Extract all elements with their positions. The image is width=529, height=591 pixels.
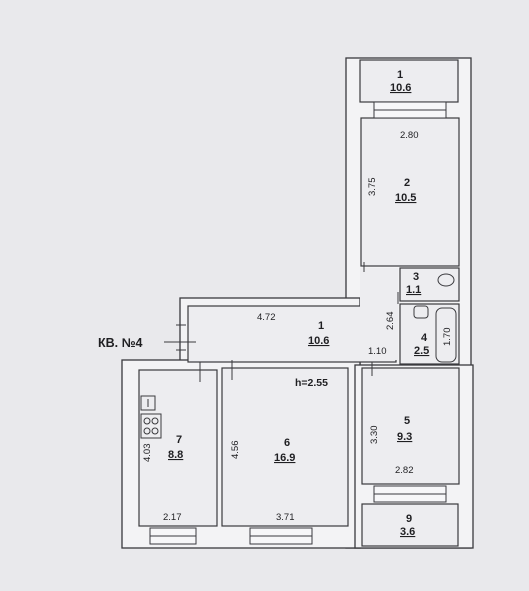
room-1-hall-corridor: [360, 268, 398, 360]
dim-hall-short: 1.10: [368, 346, 387, 357]
room-6-number: 6: [284, 437, 290, 449]
room-4-number: 4: [421, 332, 428, 344]
room-3-area: 1.1: [406, 284, 421, 296]
door-marks: [176, 262, 399, 382]
dimension-labels: 2.80 3.75 4.72 2.64 1.10 3.30 2.82 4.56 …: [142, 130, 419, 523]
fixtures: 1.70: [140, 273, 457, 439]
windows: [149, 101, 447, 545]
bathtub-icon: [435, 307, 457, 363]
dim-room6-depth: 4.56: [230, 441, 241, 460]
room-2: [360, 117, 460, 267]
room-2-area: 10.5: [395, 192, 416, 204]
apartment-label: КВ. №4: [98, 336, 143, 350]
room-5-number: 5: [404, 415, 410, 427]
room-8-number: 1: [397, 69, 403, 81]
sink-icon: [413, 305, 429, 319]
room-2-number: 2: [404, 177, 410, 189]
dim-room2-depth: 3.75: [367, 178, 378, 197]
dim-room7-width: 2.17: [163, 512, 182, 523]
room-9-balcony: [361, 503, 459, 547]
toilet-icon: [437, 273, 455, 287]
room-7-area: 8.8: [168, 449, 183, 461]
room-8-area: 10.6: [390, 82, 411, 94]
room-7-number: 7: [176, 434, 182, 446]
room-1-number: 1: [318, 320, 324, 332]
stove-icon: [140, 413, 162, 439]
apartment-title: КВ. №4: [98, 336, 196, 350]
dim-room7-depth: 4.03: [142, 444, 153, 463]
room-4-bath: [399, 303, 460, 365]
kitchen-sink-icon: [140, 395, 156, 411]
room-3-wc: [399, 267, 460, 302]
room-4-area: 2.5: [414, 345, 429, 357]
room-5-area: 9.3: [397, 431, 412, 443]
dim-room5-width: 2.82: [395, 465, 414, 476]
dim-room2-width: 2.80: [400, 130, 419, 141]
room-9-area: 3.6: [400, 526, 415, 538]
dim-room5-depth: 3.30: [369, 426, 380, 445]
room-6-area: 16.9: [274, 452, 295, 464]
room-5: [361, 367, 460, 485]
ceiling-height: h=2.55: [295, 377, 328, 389]
dim-room6-width: 3.71: [276, 512, 295, 523]
room-labels: 1 10.6 2 10.5 3 1.1 4 2.5 1 10.6 5 9.3 6…: [168, 69, 429, 538]
room-9-number: 9: [406, 513, 412, 525]
room-8-balcony: [359, 59, 459, 103]
room-3-number: 3: [413, 271, 419, 283]
room-6: [221, 367, 349, 527]
dim-hall-depth: 2.64: [385, 312, 396, 331]
dim-hall-width: 4.72: [257, 312, 276, 323]
rooms: [138, 59, 460, 547]
bath-mark: 1.70: [442, 328, 453, 347]
room-1-area: 10.6: [308, 335, 329, 347]
